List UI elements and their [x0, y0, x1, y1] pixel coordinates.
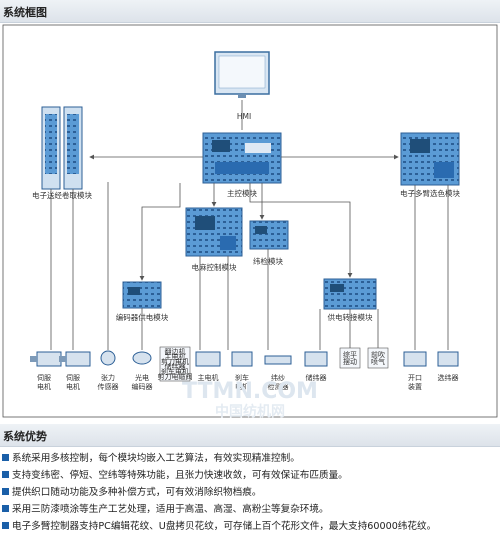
svg-text:摆动: 摆动 [343, 357, 357, 366]
device-photo-encoder [132, 351, 152, 365]
svg-text:综平: 综平 [343, 350, 357, 359]
bullet-icon [2, 488, 9, 495]
bullet-icon [2, 454, 9, 461]
svg-text:储纬器: 储纬器 [165, 362, 186, 371]
device-weft-storage [304, 351, 328, 367]
feature-text: 电子多臂控制器支持PC编辑花纹、U盘拷贝花纹，可存储上百个花形文件，最大支持60… [12, 521, 437, 532]
svg-text:前吹: 前吹 [371, 350, 385, 359]
select-needle-label: 选纬器 [438, 373, 459, 382]
feature-item: 电子多臂控制器支持PC编辑花纹、U盘拷贝花纹，可存储上百个花形文件，最大支持60… [0, 518, 500, 535]
device-valve-a: 综平 摆动 [339, 347, 361, 369]
device-weft-probe [264, 355, 292, 365]
servo-drive-2 [63, 106, 83, 190]
brake-motor-line1: 刹车 [235, 373, 249, 382]
device-brake-motor [231, 351, 253, 367]
svg-text:主电机: 主电机 [165, 352, 186, 361]
servo-motor-2-line2: 电机 [66, 382, 80, 391]
servo-motor-1-line2: 电机 [37, 382, 51, 391]
open-device-line2: 装置 [408, 382, 422, 391]
servo-drive-1 [41, 106, 61, 190]
system-block-diagram: HMI 主控模块 电子送经卷取模块 电子多臂选色模块 电麻控制模块 纬检模块 [2, 24, 498, 420]
open-device-line1: 开口 [408, 374, 422, 382]
main-motor-label: 主电机 [198, 373, 219, 382]
main-control-board [202, 132, 282, 184]
bullet-icon [2, 522, 9, 529]
encoder-power-board [122, 281, 162, 309]
feature-item: 提供织口随动功能及多种补偿方式，可有效消除织物档痕。 [0, 484, 500, 501]
device-servo-motor-2 [59, 351, 91, 367]
device-select-needle [437, 351, 459, 367]
weft-detect-board [249, 220, 289, 250]
section-title: 系统框图 [3, 6, 47, 19]
feature-text: 提供织口随动功能及多种补偿方式，可有效消除织物档痕。 [12, 487, 262, 498]
servo-motor-1-line1: 伺服 [37, 373, 51, 382]
device-valve-b: 前吹 喷气 [367, 347, 389, 369]
main-control-label: 主控模块 [227, 188, 257, 198]
feature-text: 系统采用多核控制，每个模块均嵌入工艺算法，有效实现精准控制。 [12, 453, 300, 464]
photo-encoder-line1: 光电 [135, 373, 149, 382]
feature-item: 采用三防漆喷涂等生产工艺处理，适用于高温、高湿、高粉尘等复杂环境。 [0, 501, 500, 518]
device-tension-sensor [100, 350, 116, 366]
svg-text:剪刀电机: 剪刀电机 [161, 357, 189, 366]
photo-encoder-line2: 编码器 [132, 382, 153, 391]
svg-text:喷气: 喷气 [371, 357, 385, 366]
watermark-text: TTMN.COM [182, 379, 318, 404]
feature-text: 支持变纬密、停短、空纬等特殊功能，且张力快速收敛，可有效保证布匹质量。 [12, 470, 348, 481]
tension-sensor-line2: 传感器 [98, 382, 119, 391]
motor-control-board [185, 207, 243, 257]
device-open-device [403, 351, 427, 367]
device-servo-motor-1 [30, 351, 62, 367]
feature-text: 采用三防漆喷涂等生产工艺处理，适用于高温、高湿、高粉尘等复杂环境。 [12, 504, 329, 515]
feature-list: 系统采用多核控制，每个模块均嵌入工艺算法，有效实现精准控制。 支持变纬密、停短、… [0, 450, 500, 535]
multi-arm-label: 电子多臂选色模块 [400, 188, 460, 198]
tension-sensor-line1: 张力 [101, 373, 115, 382]
feature-item: 支持变纬密、停短、空纬等特殊功能，且张力快速收敛，可有效保证布匹质量。 [0, 467, 500, 484]
section-title: 系统优势 [3, 430, 47, 443]
motor-control-label: 电麻控制模块 [192, 262, 237, 272]
weft-storage-label: 储纬器 [306, 373, 327, 382]
svg-text:翻边机: 翻边机 [165, 347, 186, 356]
connection-lines [50, 154, 449, 350]
hmi-label: HMI [237, 112, 251, 121]
servo-motor-2-line1: 伺服 [66, 373, 80, 382]
device-panel-box: 翻边机 主电机 剪刀电机 储纬器 刹车电机 剪刀电磁阀 [158, 346, 193, 382]
weft-probe-line2: 检测器 [268, 382, 289, 391]
device-main-motor [195, 351, 221, 367]
brake-motor-line2: 电机 [235, 382, 249, 391]
bullet-icon [2, 471, 9, 478]
supply-bearing-board [323, 278, 377, 310]
feature-item: 系统采用多核控制，每个模块均嵌入工艺算法，有效实现精准控制。 [0, 450, 500, 467]
svg-text:刹车电机: 刹车电机 [161, 367, 189, 376]
weft-probe-line1: 纬纱 [271, 373, 285, 382]
bullet-icon [2, 505, 9, 512]
ebg-module-label: 电子送经卷取模块 [32, 190, 92, 200]
hmi-screen [214, 51, 270, 98]
section-header-advantages: 系统优势 [0, 424, 500, 447]
svg-text:剪刀电磁阀: 剪刀电磁阀 [158, 372, 193, 381]
multi-arm-board [400, 132, 460, 186]
diagram-frame [2, 24, 498, 418]
section-header-diagram: 系统框图 [0, 0, 500, 23]
watermark-cn-text: 中国纺机网 [215, 403, 285, 420]
